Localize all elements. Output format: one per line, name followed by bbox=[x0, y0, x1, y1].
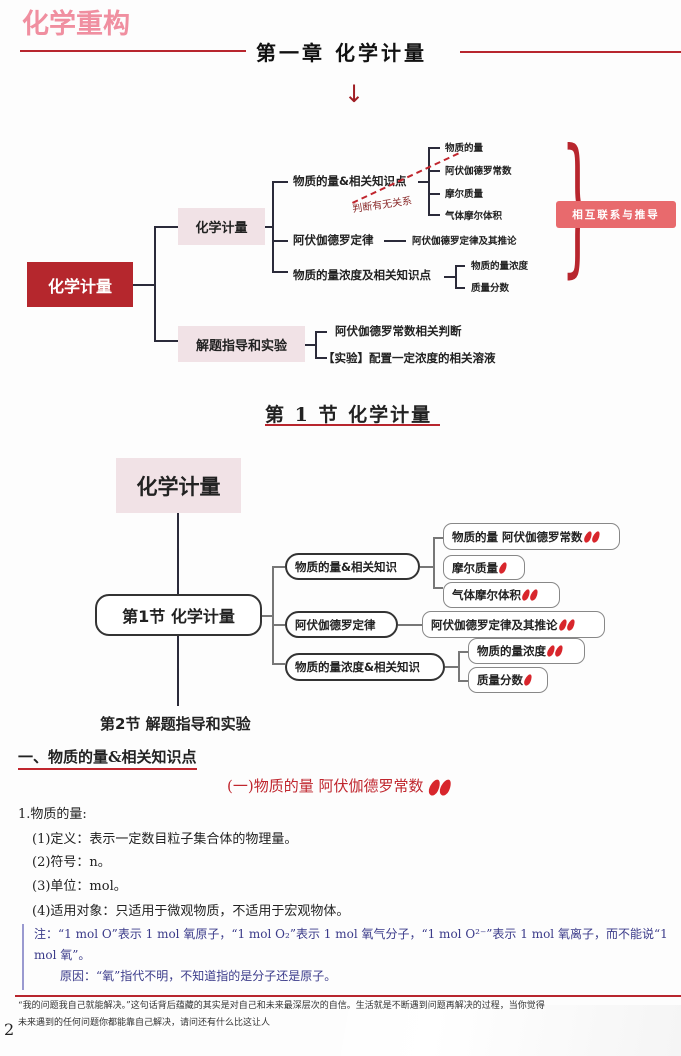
leaf-label: 阿伏伽德罗定律及其推论 bbox=[431, 617, 558, 632]
map2-center: 第1节 化学计量 bbox=[95, 594, 262, 636]
leaf-icon bbox=[553, 644, 565, 658]
leaf-icon bbox=[438, 777, 454, 797]
map2-branch-3: 物质的量浓度&相关知识 bbox=[285, 653, 445, 681]
map1-a3-1: 物质的量浓度 bbox=[471, 261, 529, 272]
heading-1: 一、物质的量&相关知识点 bbox=[18, 746, 197, 770]
note-line-2: 原因：“氧”指代不明，不知道指的是分子还是原子。 bbox=[60, 969, 337, 983]
item-2: (2)符号：n。 bbox=[32, 855, 111, 870]
map1-a2: 阿伏伽德罗定律 bbox=[293, 233, 374, 247]
map2-top: 化学计量 bbox=[116, 458, 241, 513]
page-curl bbox=[320, 1005, 681, 1056]
note-line-1: 注：“1 mol O”表示 1 mol 氧原子，“1 mol O₂”表示 1 m… bbox=[34, 927, 668, 962]
map1-node-chem: 化学计量 bbox=[178, 208, 265, 245]
leaf-label: 摩尔质量 bbox=[452, 560, 498, 575]
map2-branch-2: 阿伏伽德罗定律 bbox=[285, 611, 398, 638]
brand-title: 化学重构 bbox=[22, 9, 130, 40]
page-number: 2 bbox=[4, 1020, 15, 1039]
leaf-icon bbox=[522, 673, 534, 687]
arrow-down-icon: ↓ bbox=[344, 80, 365, 108]
item-title: 1.物质的量: bbox=[18, 807, 87, 822]
leaf-label: 物质的量 阿伏伽德罗常数 bbox=[452, 529, 583, 544]
leaf-icon bbox=[590, 529, 601, 544]
footer-divider bbox=[15, 995, 681, 997]
divider bbox=[460, 51, 681, 53]
map1-b1: 阿伏伽德罗常数相关判断 bbox=[335, 324, 462, 338]
footer-quote: “我的问题我自己就能解决。”这句话背后蕴藏的其实是对自己和未来最深层次的自信。生… bbox=[18, 998, 678, 1032]
map1-a1: 物质的量&相关知识点 bbox=[293, 174, 407, 188]
dashed-label: 判断有无关系 bbox=[351, 195, 413, 216]
map1-a2-1: 阿伏伽德罗定律及其推论 bbox=[412, 236, 517, 247]
relation-box: 相互联系与推导 bbox=[556, 201, 676, 228]
leaf-label: 气体摩尔体积 bbox=[452, 588, 521, 602]
map1-root: 化学计量 bbox=[27, 262, 133, 307]
divider bbox=[20, 50, 246, 52]
map1-a1-1: 物质的量 bbox=[445, 143, 484, 154]
map1-a3-2: 质量分数 bbox=[471, 283, 510, 294]
map1-a3: 物质的量浓度及相关知识点 bbox=[293, 268, 431, 282]
leaf-label: 质量分数 bbox=[477, 673, 523, 687]
item-1: (1)定义：表示一定数目粒子集合体的物理量。 bbox=[32, 832, 298, 847]
map1-b2: 【实验】配置一定浓度的相关溶液 bbox=[323, 351, 496, 365]
item-3: (3)单位：mol。 bbox=[32, 879, 127, 894]
leaf-icon bbox=[565, 617, 576, 632]
map1-a1-2: 阿伏伽德罗常数 bbox=[445, 166, 512, 177]
map2-leaf: 气体摩尔体积 bbox=[443, 582, 560, 608]
map1-node-guide: 解题指导和实验 bbox=[178, 326, 305, 362]
section-title: 第 1 节 化学计量 bbox=[265, 404, 433, 426]
leaf-icon bbox=[528, 588, 540, 602]
heading-2: (一)物质的量 阿伏伽德罗常数 bbox=[227, 775, 454, 797]
leaf-label: 物质的量浓度 bbox=[477, 644, 546, 658]
map2-leaf: 阿伏伽德罗定律及其推论 bbox=[422, 611, 605, 638]
map2-leaf: 质量分数 bbox=[468, 667, 548, 693]
section-underline bbox=[265, 424, 440, 426]
map2-leaf: 摩尔质量 bbox=[443, 555, 525, 580]
map1-a1-4: 气体摩尔体积 bbox=[445, 211, 503, 222]
footer-line-2: 未来遇到的任何问题你都能靠自己解决，请问还有什么比这让人 bbox=[18, 1018, 271, 1028]
leaf-icon bbox=[497, 560, 509, 575]
map1-a1-3: 摩尔质量 bbox=[445, 189, 484, 200]
heading-2-text: (一)物质的量 阿伏伽德罗常数 bbox=[227, 777, 424, 795]
map2-bottom: 第2节 解题指导和实验 bbox=[100, 715, 251, 733]
item-4: (4)适用对象：只适用于微观物质，不适用于宏观物体。 bbox=[32, 904, 350, 919]
note-block: 注：“1 mol O”表示 1 mol 氧原子，“1 mol O₂”表示 1 m… bbox=[22, 924, 681, 990]
map2-leaf: 物质的量浓度 bbox=[468, 638, 585, 664]
chapter-title: 第一章 化学计量 bbox=[256, 41, 427, 65]
map2-leaf: 物质的量 阿伏伽德罗常数 bbox=[443, 523, 620, 550]
map2-branch-1: 物质的量&相关知识 bbox=[285, 553, 420, 580]
footer-line-1: “我的问题我自己就能解决。”这句话背后蕴藏的其实是对自己和未来最深层次的自信。生… bbox=[18, 1001, 545, 1011]
